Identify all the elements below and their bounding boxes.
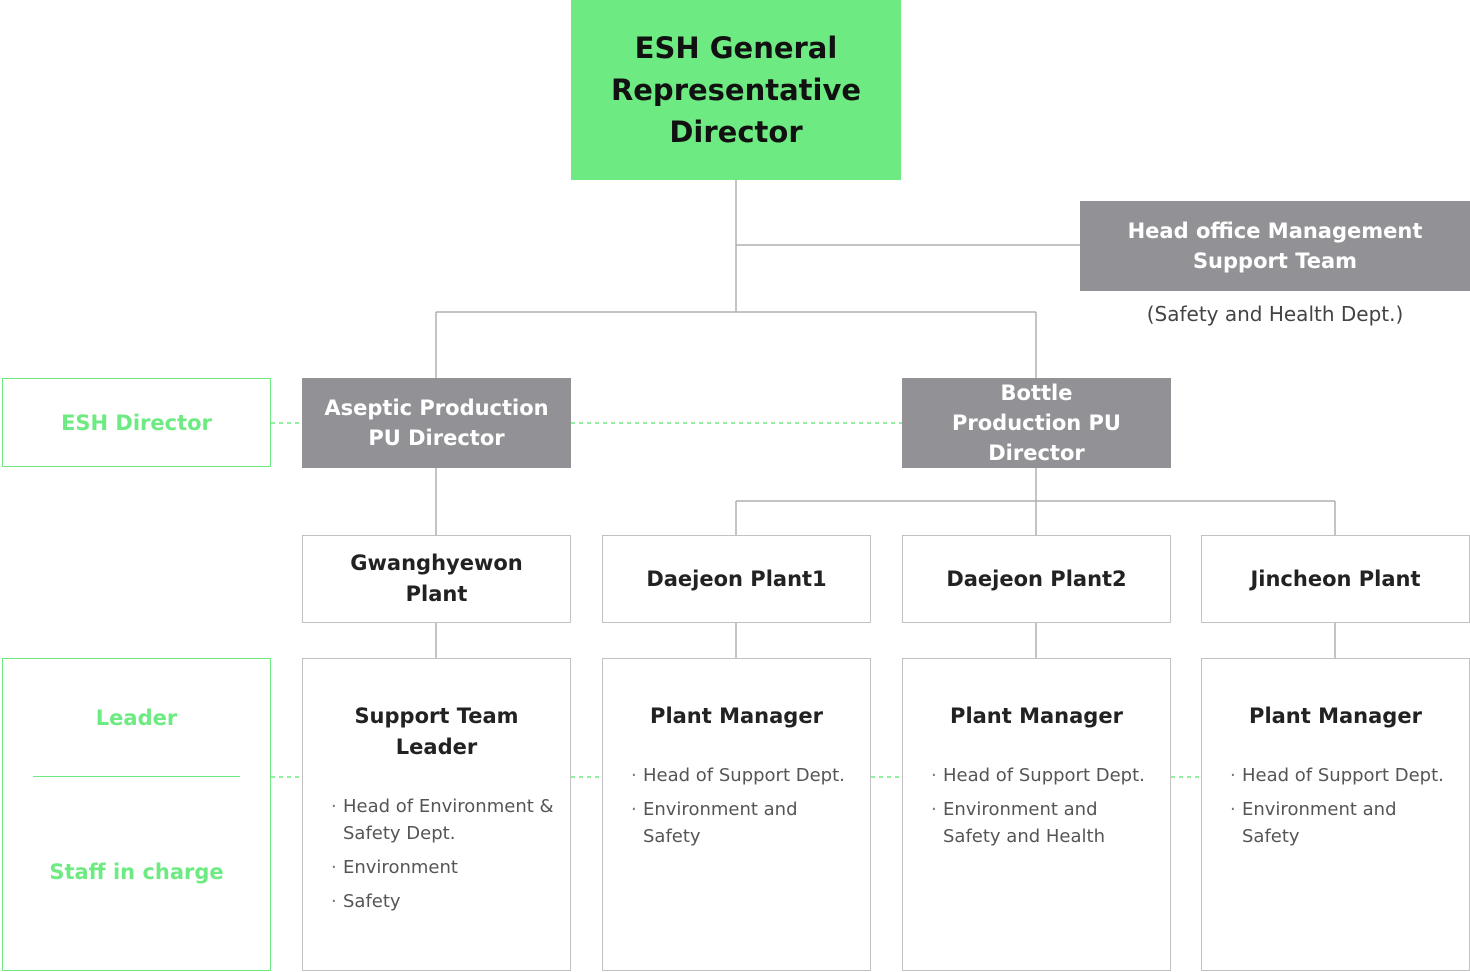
staff-list: Head of Support Dept. Environment and Sa… [931,762,1156,857]
leader-title: Plant Manager [1249,704,1422,728]
leader-label: Leader [95,706,178,730]
leader-title: Support Team Leader [354,704,519,759]
bottle-director-label: Bottle Production PU Director [952,381,1121,465]
plant-name: Daejeon Plant1 [646,566,827,591]
esh-director-label: ESH Director [61,410,212,435]
staff-list: Head of Support Dept. Environment and Sa… [1230,762,1455,857]
staff-list: Head of Support Dept. Environment and Sa… [631,762,856,857]
leader-title: Plant Manager [950,704,1123,728]
staff-item: Head of Support Dept. [1230,762,1455,789]
aseptic-director-label: Aseptic Production PU Director [324,396,549,450]
head-office-box: Head office Management Support Team [1080,201,1470,291]
plant-name: Daejeon Plant2 [946,566,1127,591]
plant-box: Daejeon Plant1 [602,535,871,623]
esh-director-legend: ESH Director [2,378,271,467]
staff-item: Head of Support Dept. [631,762,856,789]
staff-item: Head of Support Dept. [931,762,1156,789]
plant-box: Daejeon Plant2 [902,535,1171,623]
legend-divider [33,776,240,777]
staff-item: Environment and Safety [1230,796,1455,850]
top-director-box: ESH General Representative Director [571,0,901,180]
staff-item: Environment [331,854,556,881]
top-director-label: ESH General Representative Director [610,31,862,149]
staff-item: Safety [331,888,556,915]
staff-list: Head of Environment & Safety Dept. Envir… [331,793,556,922]
head-office-label: Head office Management Support Team [1127,219,1423,273]
plant-box: Jincheon Plant [1201,535,1470,623]
plant-leader-card: Plant Manager Head of Support Dept. Envi… [902,658,1171,971]
staff-item: Head of Environment & Safety Dept. [331,793,556,847]
bottle-director-box: Bottle Production PU Director [902,378,1171,468]
staff-item: Environment and Safety [631,796,856,850]
plant-leader-card: Plant Manager Head of Support Dept. Envi… [602,658,871,971]
staff-item: Environment and Safety and Health [931,796,1156,850]
plant-leader-card: Plant Manager Head of Support Dept. Envi… [1201,658,1470,971]
plant-name: Jincheon Plant [1250,566,1421,591]
plant-box: Gwanghyewon Plant [302,535,571,623]
head-office-note: (Safety and Health Dept.) [1146,302,1404,326]
leader-title: Plant Manager [650,704,823,728]
leader-staff-legend: Leader Staff in charge [2,658,271,971]
plant-name: Gwanghyewon Plant [350,551,523,606]
staff-label: Staff in charge [49,860,224,884]
aseptic-director-box: Aseptic Production PU Director [302,378,571,468]
plant-leader-card: Support Team Leader Head of Environment … [302,658,571,971]
